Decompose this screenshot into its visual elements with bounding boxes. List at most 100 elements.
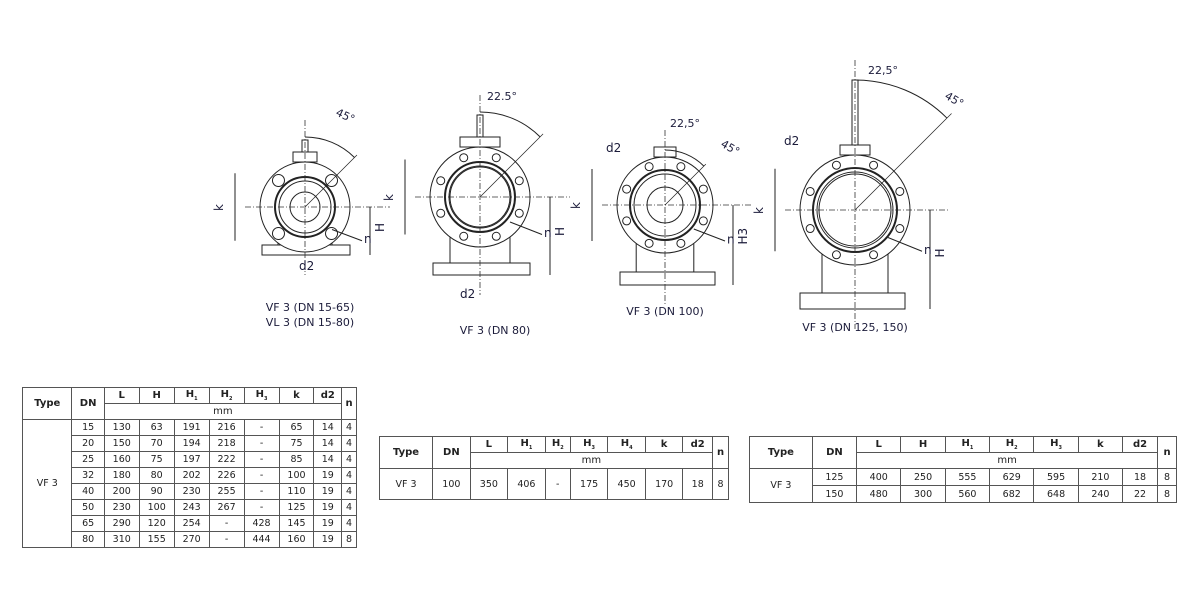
angle-line bbox=[479, 133, 544, 198]
table-cell: 682 bbox=[989, 485, 1035, 503]
table-cell: 310 bbox=[103, 531, 140, 548]
column-header: L bbox=[469, 436, 509, 453]
table-cell: 90 bbox=[138, 483, 175, 500]
angle-arc bbox=[479, 111, 541, 138]
dn-header: DN bbox=[71, 387, 105, 420]
table-cell: 100 bbox=[278, 467, 315, 484]
bolt-hole bbox=[895, 186, 905, 196]
caption-line: VF 3 (DN 15-65) bbox=[265, 301, 355, 314]
n-leader bbox=[331, 229, 363, 242]
n-header: n bbox=[1157, 436, 1177, 469]
column-header: H1 bbox=[507, 436, 546, 453]
column-header: H1 bbox=[944, 436, 991, 453]
column-header: L bbox=[856, 436, 902, 453]
column-header-base: H bbox=[620, 438, 630, 449]
table-cell: - bbox=[208, 515, 245, 532]
column-header-base: k bbox=[660, 439, 668, 450]
column-header-subscript: 4 bbox=[629, 445, 633, 451]
table-cell: 240 bbox=[1077, 485, 1124, 503]
column-header: H bbox=[138, 387, 175, 404]
bolt-hole bbox=[831, 160, 841, 170]
k-label: k bbox=[569, 202, 583, 209]
drawing-1-valve bbox=[234, 120, 390, 275]
table-cell: 250 bbox=[900, 468, 946, 486]
bolt-hole bbox=[676, 162, 686, 172]
base-flange bbox=[619, 271, 716, 286]
table-cell: 4 bbox=[341, 515, 357, 532]
column-header-base: H bbox=[961, 438, 970, 449]
table-cell: 216 bbox=[208, 419, 245, 436]
angle-label: 45° bbox=[943, 89, 966, 110]
table-cell: 14 bbox=[313, 451, 343, 468]
table-cell: 480 bbox=[856, 485, 902, 503]
table-cell: 4 bbox=[341, 435, 357, 452]
drawing-2-valve bbox=[404, 95, 570, 295]
base-flange bbox=[432, 262, 531, 276]
column-header: H2 bbox=[544, 436, 571, 453]
table-cell: 19 bbox=[313, 515, 343, 532]
n-leader bbox=[509, 221, 543, 235]
angle-label: 45° bbox=[334, 106, 357, 126]
table-cell: 80 bbox=[71, 531, 105, 548]
column-header: k bbox=[278, 387, 315, 404]
h-label: H bbox=[373, 223, 387, 232]
column-header-base: H bbox=[220, 389, 230, 400]
table-cell: 180 bbox=[103, 467, 140, 484]
caption-line: VF 3 (DN 125, 150) bbox=[802, 321, 908, 334]
column-header: d2 bbox=[1122, 436, 1159, 453]
column-header-base: H bbox=[583, 438, 592, 449]
table-cell: 230 bbox=[103, 499, 140, 516]
table-cell: 65 bbox=[71, 515, 105, 532]
table-cell: 100 bbox=[138, 499, 175, 516]
column-header-base: k bbox=[293, 390, 300, 401]
table-cell: 120 bbox=[138, 515, 175, 532]
table-cell: 4 bbox=[341, 483, 357, 500]
table-cell: - bbox=[243, 435, 280, 452]
column-header-subscript: 1 bbox=[969, 445, 974, 451]
table-cell: 130 bbox=[103, 419, 140, 436]
angle-label: 22.5° bbox=[487, 90, 517, 103]
table-cell: 85 bbox=[278, 451, 315, 468]
column-header-subscript: 2 bbox=[1014, 445, 1018, 451]
table-cell: 8 bbox=[712, 468, 729, 500]
column-header-base: H bbox=[918, 439, 928, 450]
table-cell: 14 bbox=[313, 419, 343, 436]
d2-label: d2 bbox=[784, 134, 799, 148]
table-cell: 75 bbox=[278, 435, 315, 452]
angle-line bbox=[664, 163, 707, 206]
column-header-base: H bbox=[152, 390, 161, 401]
bolt-hole bbox=[644, 238, 654, 248]
bolt-hole bbox=[491, 231, 501, 241]
table-cell: 63 bbox=[138, 419, 175, 436]
table-cell: 197 bbox=[173, 451, 210, 468]
table-cell: 4 bbox=[341, 419, 357, 436]
table-cell: 19 bbox=[313, 483, 343, 500]
column-header-base: L bbox=[875, 439, 882, 450]
caption-line: VF 3 (DN 100) bbox=[626, 305, 704, 318]
table-cell: 110 bbox=[278, 483, 315, 500]
column-header-subscript: 1 bbox=[194, 396, 198, 402]
column-header-subscript: 2 bbox=[560, 445, 564, 451]
bolt-hole bbox=[805, 186, 815, 196]
d2-label: d2 bbox=[606, 141, 621, 155]
k-label: k bbox=[212, 204, 226, 211]
table-cell: 19 bbox=[313, 499, 343, 516]
type-cell: VF 3 bbox=[378, 468, 434, 500]
table-cell: 150 bbox=[811, 485, 858, 503]
table-cell: 200 bbox=[103, 483, 140, 500]
table-cell: 243 bbox=[173, 499, 210, 516]
table-cell: 18 bbox=[682, 468, 714, 500]
column-header-base: H bbox=[185, 389, 195, 400]
table-cell: 350 bbox=[469, 468, 509, 500]
drawing-caption: VF 3 (DN 125, 150) bbox=[790, 320, 920, 335]
table-cell: 560 bbox=[944, 485, 991, 503]
k-label: k bbox=[752, 207, 766, 214]
